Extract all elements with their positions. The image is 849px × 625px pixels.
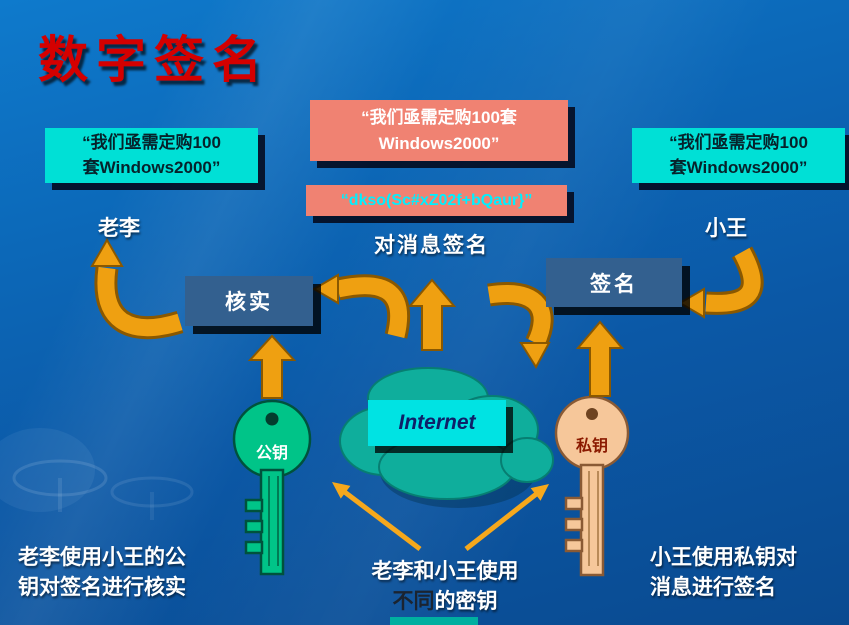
caption-line: 消息进行签名 [650, 576, 776, 600]
private-key-label: 私钥 [576, 436, 608, 455]
arrow-curved-from-xiaowang-icon [678, 246, 764, 319]
private-keyhole [586, 408, 598, 420]
bottom-teal-bar [390, 617, 478, 625]
message-line: “我们亟需定购100套 [361, 108, 517, 127]
caption-rest: 的密钥 [434, 590, 498, 614]
signed-cipher-box: “dkso(Sc#xZ02f+bQaur}” [306, 185, 567, 216]
caption-left: 老李使用小王的公 钥对签名进行核实 [18, 543, 186, 604]
public-key-label: 公钥 [256, 443, 288, 462]
caption-line: 钥对签名进行核实 [18, 576, 186, 600]
arrow-thin-to-privatekey-icon [464, 484, 549, 551]
sign-message-label: 对消息签名 [374, 234, 489, 257]
arrow-curved-down-icon [487, 282, 554, 369]
slide-title: 数字签名 [38, 30, 270, 89]
caption-line: 老李使用小王的公 [18, 546, 186, 569]
background-dishes-decor [0, 428, 194, 520]
arrow-curved-to-verify-icon [312, 273, 411, 339]
plaintext-message-box-right: “我们亟需定购100 套Windows2000” [632, 128, 845, 183]
caption-line: 老李和小王使用 [371, 560, 519, 583]
plaintext-message-box-top: “我们亟需定购100套 Windows2000” [310, 100, 568, 161]
message-line: 套Windows2000” [82, 157, 221, 177]
plaintext-message-box-left: “我们亟需定购100 套Windows2000” [45, 128, 258, 183]
caption-line: 不同的密钥 [338, 587, 552, 617]
public-keyhole [265, 412, 279, 426]
verify-process-box: 核实 [185, 276, 313, 326]
sign-process-box: 签名 [546, 258, 682, 307]
caption-line: 小王使用私钥对 [650, 546, 797, 569]
caption-right: 小王使用私钥对 消息进行签名 [650, 543, 797, 604]
message-line: “我们亟需定购100 [669, 132, 808, 152]
public-key-icon: 公钥 [232, 399, 312, 576]
message-line: 套Windows2000” [669, 157, 808, 177]
internet-box: Internet [368, 400, 506, 446]
private-key-icon: 私钥 [554, 395, 630, 577]
actor-laoli-label: 老李 [98, 217, 140, 240]
arrow-curved-to-laoli-icon [90, 237, 184, 340]
arrow-up-publickey-to-verify-icon [247, 334, 297, 399]
caption-center: 老李和小王使用 不同的密钥 [338, 557, 552, 618]
arrow-up-center-icon [407, 278, 457, 351]
arrow-up-privatekey-to-sign-icon [575, 320, 625, 397]
caption-highlight-word: 不同 [392, 590, 435, 614]
message-line: “我们亟需定购100 [82, 132, 221, 152]
arrow-thin-to-publickey-icon [332, 482, 422, 551]
cipher-text: “dkso(Sc#xZ02f+bQaur}” [340, 191, 533, 209]
actor-xiaowang-label: 小王 [705, 217, 747, 240]
message-line: Windows2000” [378, 133, 500, 153]
